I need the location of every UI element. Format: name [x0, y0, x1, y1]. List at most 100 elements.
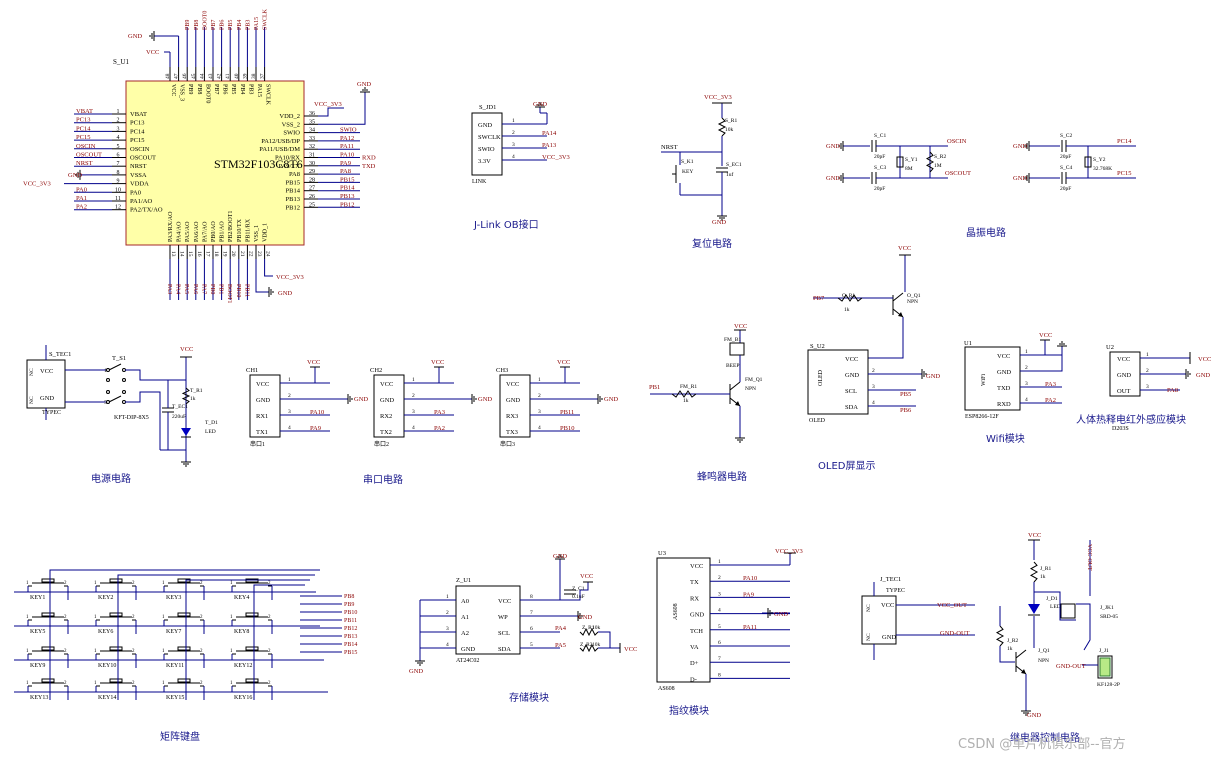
net-label: PB10	[235, 284, 241, 297]
mcu-pin-name: PB7	[213, 84, 219, 94]
switch-contact	[106, 390, 110, 394]
mcu-pin-number: 34	[309, 128, 315, 134]
oled-footer: OLED	[809, 418, 826, 424]
gnd-label: GND	[357, 81, 371, 88]
key-cap	[109, 646, 123, 651]
net-label: VCC_3V3	[542, 154, 570, 161]
switch-contact	[106, 400, 110, 404]
pin-number: 2	[268, 615, 271, 620]
switch-ref: T_S1	[112, 355, 126, 362]
pin-number: 1	[162, 649, 165, 654]
serial-pin-name: VCC	[506, 381, 519, 388]
oled-pin-name: SDA	[845, 404, 858, 411]
relay-tec-foot: TYPEC	[886, 588, 905, 594]
vcc-wire	[530, 367, 566, 384]
net-label: PB11	[560, 409, 574, 416]
pin-number: 1	[446, 594, 449, 600]
res-ref: S_R2	[934, 154, 946, 160]
transistor-arrow	[898, 312, 903, 317]
mcu-name: STM32F103C8T6	[214, 157, 303, 171]
power-side: NC	[29, 368, 35, 376]
serial-pin-name: RX2	[380, 413, 392, 420]
pin-number: 4	[1025, 397, 1028, 403]
mcu-pin-number: 12	[115, 205, 121, 211]
mcu-pin-name: PB9	[187, 84, 193, 94]
res-val: 1k	[190, 396, 196, 402]
net-label: PA7	[200, 284, 206, 294]
switch-val: KFT-DIP-8X5	[114, 415, 149, 421]
key-label: KEY11	[166, 663, 184, 669]
pin-number: 3	[872, 384, 875, 390]
terminal-val: KF128-2P	[1097, 682, 1120, 688]
pin-number: 4	[718, 608, 721, 614]
terminal-fill	[1099, 657, 1111, 677]
pin-number: 3	[538, 409, 541, 415]
key-cap	[245, 646, 259, 651]
mcu-pin-number: 48	[165, 73, 171, 79]
buzzer-body	[729, 342, 745, 356]
eeprom-body	[455, 585, 521, 655]
net-label: PB1	[649, 384, 660, 391]
mcu-pin-number: 22	[247, 251, 253, 257]
mcu-pin-number: 47	[174, 73, 180, 79]
vcc-label: VCC	[580, 573, 593, 580]
pin-number: 2	[132, 615, 135, 620]
resistor-symbol	[579, 627, 599, 637]
power-side: NC	[29, 396, 35, 404]
res-val: 10k	[725, 127, 734, 133]
mcu-pin-name: SWCLK	[265, 84, 271, 106]
relay-ref: J_JK1	[1100, 605, 1114, 611]
pir-pin-name: GND	[1117, 372, 1131, 379]
mcu-pin-number: 45	[191, 73, 197, 79]
pin-number: 1	[94, 581, 97, 586]
pin-number: 7	[718, 656, 721, 662]
pin-number: 1	[26, 615, 29, 620]
serial-pin-name: GND	[380, 397, 394, 404]
keypad-col-wire	[49, 569, 320, 700]
pin-number: 1	[1025, 349, 1028, 355]
keypad-title: 矩阵键盘	[160, 730, 200, 743]
key-cap	[109, 612, 123, 617]
mcu-pin-name: PB0/AO	[211, 221, 217, 242]
oled-pin-name: GND	[845, 372, 859, 379]
transistor-val: NPN	[907, 299, 918, 305]
mcu-pin-number: 41	[225, 73, 231, 79]
key-cap	[109, 678, 123, 683]
gnd-label: GND	[1027, 712, 1041, 719]
finger-pin-name: TX	[690, 579, 699, 586]
mcu-pin-number: 30	[309, 161, 315, 167]
oled-name: OLED	[818, 369, 824, 386]
net-label: PA2	[76, 204, 87, 211]
serial-connector	[249, 374, 281, 438]
net-label: PB1	[218, 284, 224, 294]
cap-ref: S_C2	[1060, 133, 1072, 139]
key-label: KEY10	[98, 663, 116, 669]
mcu-pin-number: 3	[117, 126, 120, 132]
gnd-label: GND	[578, 614, 592, 621]
mcu-pin-name: PB2/BOOT1	[228, 211, 234, 242]
net-label: PB9	[344, 602, 354, 608]
pin-number: 2	[132, 681, 135, 686]
mcu-pin-name: PA7/AO	[202, 221, 208, 242]
mcu-pin-name: VDD_1	[263, 223, 269, 242]
net-label: PA14	[542, 130, 557, 137]
pin-number: 1	[162, 681, 165, 686]
key-label: KEY12	[234, 663, 252, 669]
finger-pin-name: D+	[690, 660, 699, 667]
net-label: PB13	[340, 193, 354, 200]
serial-foot: 串口3	[500, 440, 515, 448]
net-label: PB15	[344, 650, 357, 656]
net-label: PB13	[344, 634, 357, 640]
pir-footer: D203S	[1112, 426, 1129, 432]
cap-val: 20pF	[874, 154, 885, 160]
net-label: VCC_OUT	[937, 602, 967, 609]
transistor-ref: O_Q1	[907, 293, 921, 299]
net-label: PB15	[340, 176, 354, 183]
pin-number: 2	[200, 649, 203, 654]
vcc-label: VCC	[146, 49, 159, 56]
pin-number: 1	[230, 581, 233, 586]
key-label: KEY4	[234, 595, 249, 601]
finger-pin-name: VCC	[690, 563, 703, 570]
wire	[999, 646, 1015, 663]
gnd-wire	[255, 259, 263, 293]
